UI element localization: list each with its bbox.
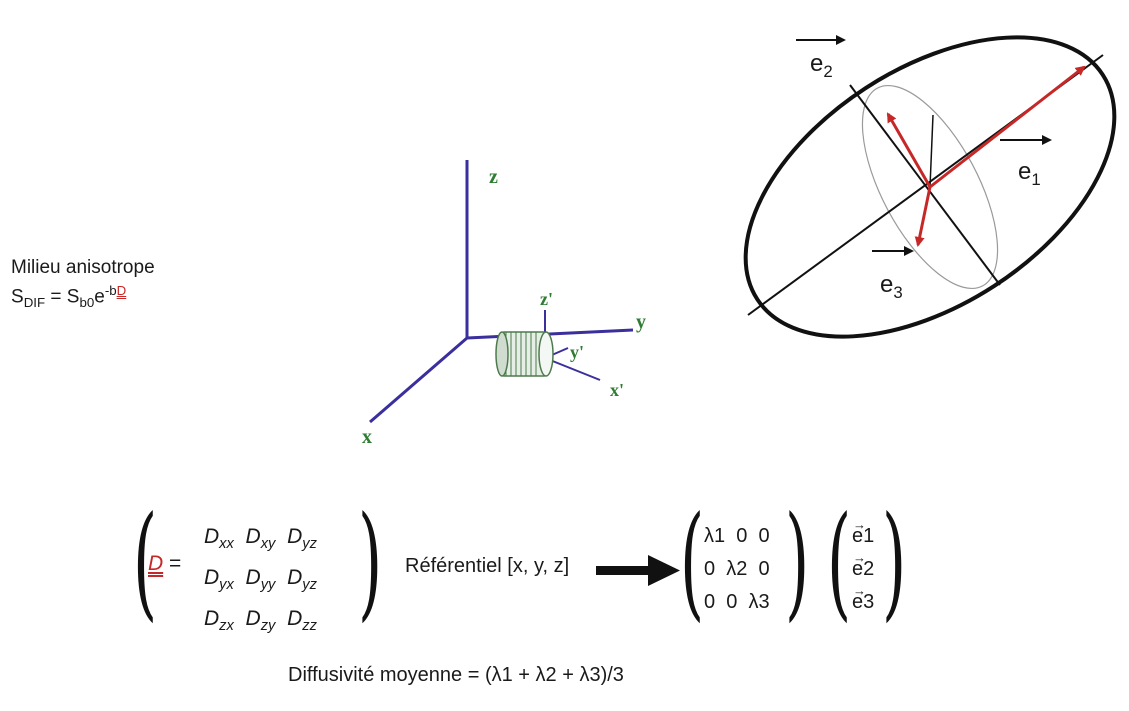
referentiel-label: Référentiel [x, y, z] [405, 555, 570, 577]
y-axis-label: y [636, 311, 646, 333]
tensor-symbol: D = [148, 552, 182, 575]
cross-section-ellipse [861, 84, 999, 290]
x-axis-label: x [362, 426, 372, 448]
matrix-left-paren: ( [133, 490, 158, 634]
diag-row-2: 0 λ2 0 [704, 558, 770, 580]
xprime-axis [544, 357, 601, 381]
tensor-row-3: Dzx Dzy Dzz [204, 607, 317, 635]
yprime-label: y' [570, 342, 585, 362]
signal-equation: SDIF = Sb0e-bD [11, 283, 127, 311]
xprime-label: x' [610, 380, 625, 400]
minor-axis-line [849, 84, 1001, 286]
e2-red-arrow [886, 112, 932, 188]
transform-arrow-icon [596, 555, 680, 586]
z-axis-label: z [489, 166, 498, 188]
third-axis-line [929, 114, 934, 188]
cylinder-icon [495, 331, 554, 377]
vector-right-paren: ) [882, 490, 907, 634]
eigenvector-column: e1 e2 e3 [852, 508, 874, 619]
diag-left-paren: ( [680, 490, 705, 634]
tensor-matrix: Dxx Dxy Dyz Dyx Dyy Dyz Dzx Dzy Dzz [204, 520, 317, 644]
x-axis [369, 336, 468, 424]
tensor-row-1: Dxx Dxy Dyz [204, 525, 317, 553]
tensor-row-2: Dyx Dyy Dyz [204, 566, 317, 594]
diag-row-3: 0 0 λ3 [704, 591, 770, 613]
mean-diffusivity-formula: Diffusivité moyenne = (λ1 + λ2 + λ3)/3 [288, 664, 624, 686]
diagonal-matrix: λ1 0 0 0 λ2 0 0 0 λ3 [704, 520, 770, 619]
y-axis [466, 328, 634, 340]
e2-label: e2 [810, 50, 833, 81]
ellipsoid-diagram [743, 35, 1117, 339]
diag-row-1: λ1 0 0 [704, 525, 770, 547]
zprime-label: z' [540, 289, 553, 309]
e1-label: e1 [1018, 158, 1041, 189]
vector-left-paren: ( [827, 490, 852, 634]
diag-right-paren: ) [785, 490, 810, 634]
e3-label: e3 [880, 271, 903, 302]
medium-title: Milieu anisotrope [11, 257, 155, 278]
ellipsoid-outline [743, 35, 1117, 339]
axes-diagram [369, 160, 634, 424]
matrix-right-paren: ) [358, 490, 383, 634]
e3-red-arrow [914, 186, 932, 247]
eigenvector-3: e3 [852, 574, 874, 619]
e1-red-arrow [929, 65, 1086, 189]
